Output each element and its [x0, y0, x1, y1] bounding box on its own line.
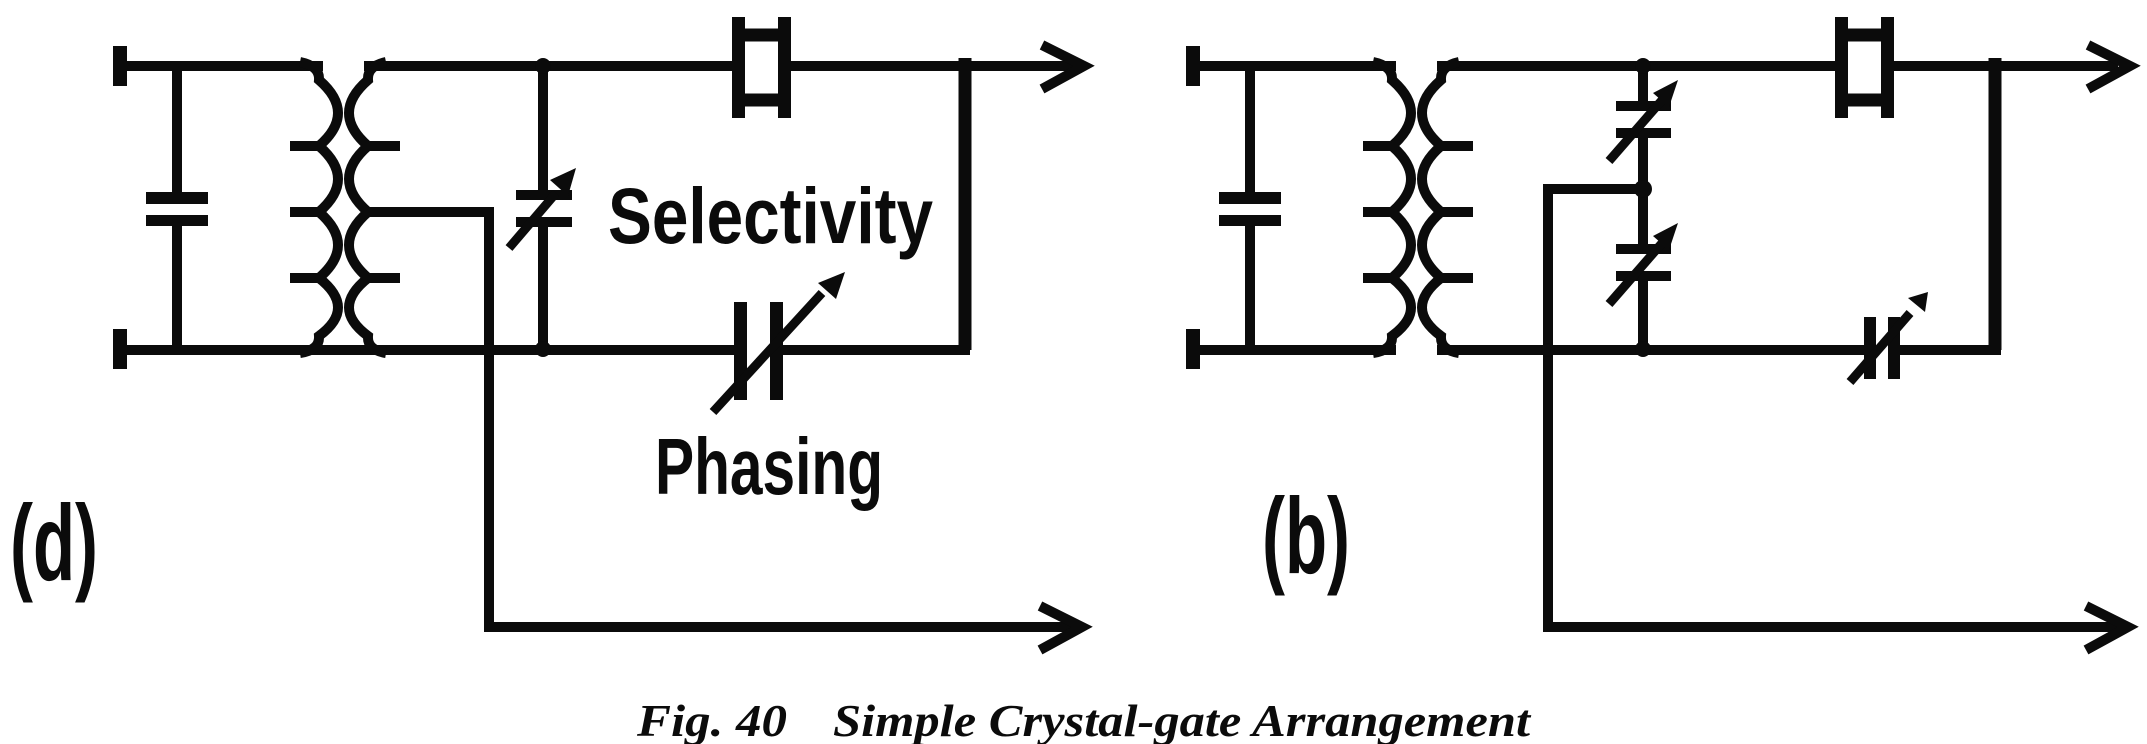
- tap-output-b: [1541, 184, 2139, 655]
- capacitor-plate-bottom-a: [146, 215, 208, 226]
- phasing-capacitor-a: [709, 272, 845, 416]
- crystal-a: [732, 17, 791, 118]
- variable-arrow-shaft: [1605, 239, 1667, 307]
- wire-rails-b: [1191, 58, 2118, 355]
- input-terminals-a: [113, 46, 127, 369]
- figure-caption: Fig. 40 Simple Crystal-gate Arrangement: [636, 696, 1532, 744]
- crystal-b: [1835, 17, 1894, 118]
- output-arrow-bottom-b-icon: [2083, 601, 2139, 655]
- divider-cap1-plate-top-b: [1616, 101, 1671, 111]
- tank-capacitor-b: [1219, 66, 1281, 350]
- selectivity-plate-top-a: [516, 190, 572, 200]
- capacitor-plate-top-b: [1219, 192, 1281, 204]
- capacitor-plate-bottom-b: [1219, 215, 1281, 226]
- circuit-b: (b): [1186, 17, 2141, 655]
- variable-arrow-shaft: [1605, 96, 1667, 164]
- junction-dot: [535, 341, 551, 357]
- phasing-capacitor-b: [1846, 292, 1928, 385]
- subfigure-label-a: (d): [10, 482, 98, 603]
- selectivity-plate-bottom-a: [516, 217, 572, 227]
- variable-arrow-shaft: [709, 289, 826, 416]
- tap-output-wire-b: [1543, 184, 2118, 632]
- caption-fig-number: Fig. 40: [636, 696, 787, 744]
- capacitive-divider-b: [1605, 58, 1678, 357]
- variable-arrow-head-icon: [818, 272, 845, 299]
- variable-arrow-head-icon: [1653, 223, 1678, 250]
- tap-output-wire-a: [368, 207, 1072, 632]
- crystal-electrode-right-b: [1881, 17, 1894, 118]
- variable-arrow-head-icon: [550, 168, 576, 196]
- divider-cap2-plate-bottom-b: [1616, 271, 1671, 281]
- variable-arrow-shaft: [505, 190, 560, 251]
- junction-dot: [1635, 341, 1651, 357]
- caption-title: Simple Crystal-gate Arrangement: [833, 696, 1532, 744]
- selectivity-label: Selectivity: [608, 171, 933, 260]
- selectivity-capacitor-a: [505, 58, 576, 357]
- input-terminals-b: [1186, 46, 1200, 369]
- junction-dot: [1635, 58, 1651, 74]
- divider-cap2-plate-top-b: [1616, 244, 1671, 254]
- junction-dot: [535, 58, 551, 74]
- subfigure-label-b: (b): [1262, 475, 1350, 596]
- output-arrow-top-b-icon: [2085, 40, 2141, 94]
- variable-arrow-head-icon: [1908, 292, 1928, 312]
- phasing-label: Phasing: [655, 422, 883, 511]
- divider-cap1-plate-bottom-b: [1616, 128, 1671, 138]
- wire-crossover-blob: [482, 343, 496, 357]
- wire-rails-a: [118, 58, 1074, 355]
- wire-crossover-blob: [1541, 343, 1555, 357]
- variable-arrow-shaft: [1846, 310, 1914, 385]
- output-arrow-bottom-a-icon: [1037, 601, 1093, 655]
- crystal-electrode-right-a: [778, 17, 791, 118]
- tap-output-a: [368, 207, 1093, 655]
- circuit-a: Selectivity Phasing (d): [10, 17, 1095, 655]
- output-arrow-top-a-icon: [1039, 40, 1095, 94]
- if-transformer-b: [1363, 57, 1473, 358]
- crystal-electrode-left-a: [732, 17, 745, 118]
- capacitor-plate-top-a: [146, 192, 208, 204]
- phasing-plate-right-a: [770, 302, 783, 400]
- crystal-electrode-left-b: [1835, 17, 1848, 118]
- tank-capacitor-a: [146, 66, 208, 350]
- variable-arrow-head-icon: [1653, 80, 1678, 107]
